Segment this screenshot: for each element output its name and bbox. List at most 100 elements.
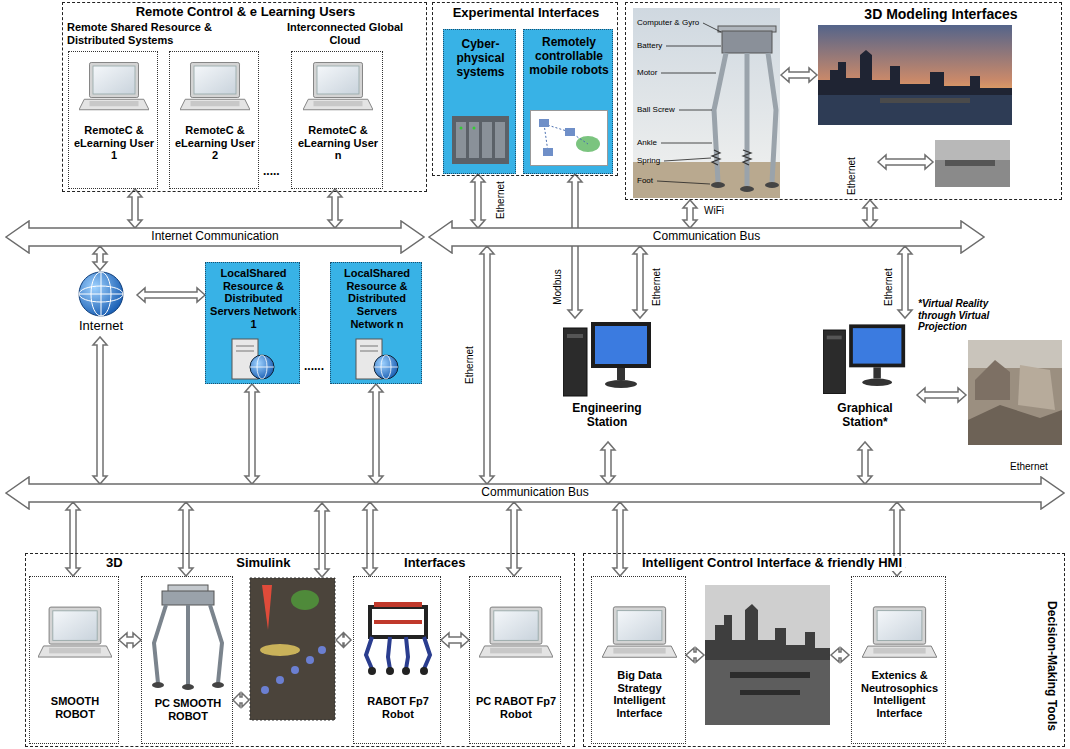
workstation: Graphical Station* [815,318,915,442]
interface-box: Cyber-physical systems [443,29,516,174]
connector-arrow [128,189,142,228]
node-label: Intelligent Control Interface & friendly… [639,556,905,571]
node-sublabel: Remote Shared Resource & Distributed Sys… [67,21,217,46]
communication-bus: Communication Bus [428,220,985,254]
node-label: Internet [65,319,137,334]
interface-box: Extenics & Neutrosophics Intelligent Int… [851,576,946,744]
hexapod-icon [148,583,228,691]
desktop-icon [563,318,653,398]
connector-arrow [613,502,627,576]
laptop-icon [79,60,149,114]
bus-label: Ethernet [1010,461,1048,473]
node-label: Internet Communication [5,230,425,244]
robot-box: PC SMOOTH ROBOT [141,576,233,744]
node-label: Experimental Interfaces [433,6,619,21]
interface-box: Big Data Strategy Intelligent Interface [591,576,686,744]
netdiag-icon [530,110,608,166]
group-frame: Experimental InterfacesCyber-physical sy… [432,2,618,176]
connector-arrow [633,246,647,318]
edge-label: Modbus [552,268,564,306]
node-label: RemoteC & eLearning User 2 [173,124,257,162]
part-label: Spring [637,156,660,165]
communication-band: Internet Communication [5,220,425,254]
node-label: Remotely controllable mobile robots [527,36,611,77]
connector-arrow [601,442,615,484]
laptop-icon [862,605,937,661]
edge-label: Ethernet [846,156,858,196]
simulation-image [250,578,335,720]
connector-arrow [683,200,697,228]
laptop-icon [180,60,250,114]
laptop-icon [38,605,112,661]
interface-box: Remotely controllable mobile robots [523,29,613,174]
connector-arrow [245,384,259,484]
node-sublabel: Decision-Making Tools [1044,601,1058,731]
robot-box: RABOT Fp7 Robot [353,576,441,744]
user-box: RemoteC & eLearning User n [291,51,383,189]
group-frame: 3D Simulink InterfacesSMOOTH ROBOT PC SMO… [25,553,575,747]
node-label: PC SMOOTH ROBOT [145,697,231,722]
globe-icon [76,270,126,318]
group-frame: Remote Control & e Learning UsersRemote … [62,2,427,192]
connector-arrow [93,246,107,270]
edge-label: Ethernet [464,345,476,385]
ellipsis: ..... [263,165,280,179]
decor-arrows [233,68,966,707]
laptop-icon [303,60,373,114]
connector-arrow [480,246,494,484]
part-label: Ankle [637,138,657,147]
connector-arrow [137,288,205,302]
node-label: LocalShared Resource & Distributed Serve… [209,267,298,330]
connector-arrow [93,337,107,484]
note: *Virtual Reality through Virtual Project… [918,298,1010,333]
node-label: RemoteC & eLearning User 1 [72,124,156,162]
server-box: LocalShared Resource & Distributed Serve… [205,262,300,384]
node-label: SMOOTH ROBOT [33,695,117,720]
node-label: 3D Simulink Interfaces [106,556,465,571]
hmi-image [705,585,830,725]
node-label: Graphical Station* [825,402,905,430]
part-label: Foot [637,176,653,185]
ellipsis: ...... [304,360,324,374]
part-label: Motor [637,68,657,77]
small-photo [935,140,1010,187]
desktop-icon [823,318,907,398]
node-label: Engineering Station [562,402,652,430]
laptop-icon [479,605,553,661]
connector-arrow [119,633,141,647]
server-box: LocalShared Resource & Distributed Serve… [330,262,422,384]
node-label: Remote Control & e Learning Users [63,5,428,20]
node-sublabel: Interconnected Global Cloud [285,21,405,46]
user-box: RemoteC & eLearning User 2 [169,51,259,189]
group-frame: 3D Modeling Interfaces [625,2,1062,200]
disaster-photo [968,340,1062,445]
bus-arrow-outline [6,477,1064,509]
node-label: PC RABOT Fp7 Robot [473,695,559,720]
connector-arrow [328,189,342,228]
edge-label: Ethernet [495,180,507,220]
connector-arrow [441,633,469,647]
node-label: 3D Modeling Interfaces [826,6,1056,22]
plc-icon [452,116,509,164]
group-frame: Intelligent Control Interface & friendly… [583,553,1065,747]
node-label: Communication Bus [428,230,985,244]
connector-arrow [66,502,80,576]
connector-arrow [369,384,383,484]
connector-arrow [863,200,877,228]
part-label: Battery [637,41,662,50]
bus-arrow-outline [429,221,984,253]
internet-node: Internet [65,270,137,337]
laptop-icon [602,605,677,661]
server-icon [228,337,278,381]
edge-label: WiFi [703,205,725,217]
robot-photo [633,8,780,198]
node-label: Big Data Strategy Intelligent Interface [595,669,684,720]
pc-box: SMOOTH ROBOT [29,576,119,744]
bus-arrow-outline [6,221,424,253]
part-label: Computer & Gyro [637,18,699,27]
node-label: Extenics & Neutrosophics Intelligent Int… [855,669,944,720]
node-label: Cyber-physical systems [447,38,514,79]
part-label: Ball Screw [637,105,675,114]
